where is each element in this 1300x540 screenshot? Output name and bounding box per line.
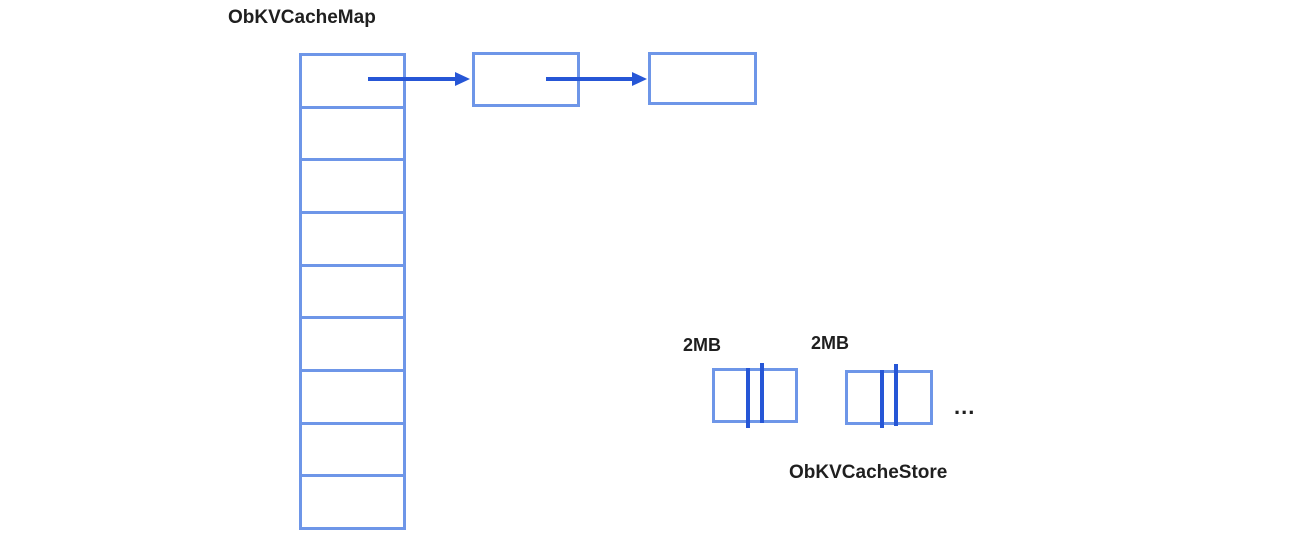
cache-map-bucket (302, 158, 403, 211)
memory-block-2-divider-1 (880, 370, 884, 428)
cache-map-bucket (302, 369, 403, 422)
next-pointer-arrow-1-head-icon (455, 72, 470, 86)
memory-block-2 (845, 364, 933, 428)
cache-map-bucket (302, 263, 403, 317)
memory-block-1-divider-2 (760, 363, 764, 423)
memory-block-1 (712, 363, 798, 428)
cache-map-bucket (302, 316, 403, 369)
cache-map-bucket-array (299, 53, 406, 530)
cache-map-title: ObKVCacheMap (228, 7, 376, 28)
next-pointer-arrow-2-head-icon (632, 72, 647, 86)
memory-block-1-divider-1 (746, 368, 750, 428)
memory-block-2-divider-2 (894, 364, 898, 426)
cache-store-title: ObKVCacheStore (789, 462, 948, 483)
cache-map-bucket (302, 211, 403, 264)
memory-block-1-size-label: 2MB (683, 335, 722, 355)
cache-map-bucket (302, 474, 403, 527)
next-pointer-arrow-1 (368, 77, 457, 81)
cache-map-bucket (302, 105, 403, 159)
cache-map-bucket (302, 421, 403, 475)
next-pointer-arrow-2 (546, 77, 634, 81)
more-blocks-ellipsis: ... (954, 394, 976, 419)
cache-node-box-2 (648, 52, 757, 105)
memory-block-2-size-label: 2MB (811, 333, 850, 353)
